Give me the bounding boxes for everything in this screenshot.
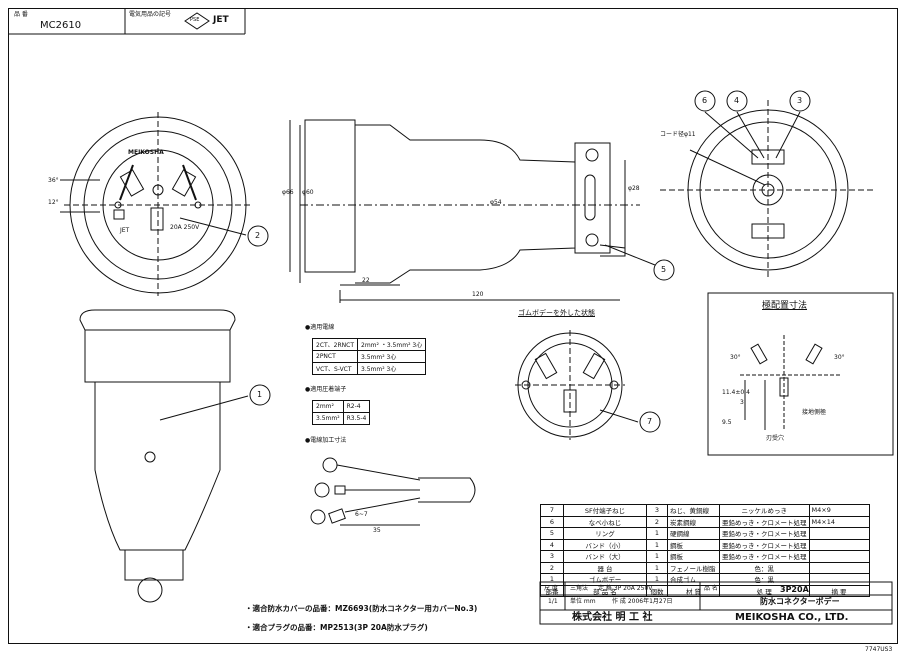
leader-lines	[159, 111, 801, 423]
balloon-circles	[247, 90, 811, 433]
part-number: MC2610	[40, 20, 82, 31]
jet-mark: JET	[213, 15, 229, 25]
company-name-en: MEIKOSHA CO., LTD.	[735, 612, 849, 623]
product-code: 3P20A	[780, 585, 809, 594]
balloon-6: 6	[702, 96, 708, 105]
ground-pole-label: 接地側極	[802, 409, 827, 416]
balloon-7: 7	[647, 417, 653, 426]
dim-66: φ66	[282, 189, 294, 196]
end-view	[660, 100, 876, 280]
angle-12: 12°	[48, 199, 59, 206]
cable-drawing	[310, 457, 476, 526]
product-name: 防水コネクターボデー	[760, 597, 840, 606]
terminal-title: ●適用圧着端子	[305, 386, 347, 393]
name-label: 品 名	[704, 585, 718, 592]
created-date: 作 成 2006年1月27日	[612, 598, 673, 605]
pole-dim-2: 9.5	[722, 419, 732, 426]
cable-title: ●適用電線	[305, 324, 335, 331]
elec-label: 電気用品の記号	[129, 11, 172, 18]
dim-60: φ60	[302, 189, 314, 196]
pole-angle-1: 30°	[730, 354, 741, 361]
rubber-removed-label: ゴムボデーを外した状態	[518, 309, 595, 317]
scale-label: 尺 度	[544, 585, 558, 592]
side-view	[289, 119, 640, 303]
rubber-removed-view	[515, 330, 625, 440]
note-cover: ・適合防水カバーの品番：MZ6693(防水コネクター用カバーNo.3)	[245, 604, 478, 613]
drawing-frame	[8, 8, 898, 644]
company-name: 株式会社 明 工 社	[572, 612, 653, 623]
projection-method: 三角法	[570, 585, 589, 592]
balloon-4: 4	[734, 96, 740, 105]
wire-dim-b: 35	[373, 527, 381, 534]
body-side-view	[79, 309, 236, 603]
balloon-1: 1	[257, 390, 263, 399]
pole-layout-drawing	[740, 335, 840, 430]
pse-mark: PSE	[190, 17, 200, 23]
pole-angle-2: 30°	[834, 354, 845, 361]
dim-28: φ28	[628, 185, 640, 192]
parts-header-row: 部番部 品 名個数材 質処 理摘 要	[540, 584, 870, 597]
spec-text: 定 格 3P 20A 250V	[598, 585, 653, 592]
meikosha-badge: MEIKOSHA	[128, 149, 164, 156]
wire-dim-a: 6~7	[355, 511, 368, 518]
scale-value: 1/1	[548, 598, 558, 605]
pole-dim-3: 3	[740, 399, 744, 406]
front-jet-label: JET	[120, 227, 130, 234]
socket-hole-label: 刃受穴	[766, 435, 785, 442]
pse-diamond-icon	[184, 12, 210, 30]
dim-54: φ54	[490, 199, 502, 206]
rating-text: 20A 250V	[170, 224, 200, 231]
pole-layout-box	[707, 292, 894, 456]
pole-dim-1: 11.4±0.4	[722, 389, 750, 396]
note-plug: ・適合プラグの品番：MP2513(3P 20A防水プラグ)	[245, 623, 428, 632]
part-label: 品 番	[14, 11, 28, 18]
wire-title: ●電線加工寸法	[305, 437, 347, 444]
balloon-2: 2	[255, 231, 261, 240]
unit-label: 単位 mm	[570, 598, 596, 605]
doc-number: 7747US3	[865, 646, 893, 653]
balloon-5: 5	[661, 265, 667, 274]
cord-diameter: コード径φ11	[660, 131, 696, 138]
front-face-view	[60, 112, 252, 296]
dim-120: 120	[472, 291, 484, 298]
pole-title: 極配置寸法	[762, 301, 808, 311]
balloon-3: 3	[797, 96, 803, 105]
dim-22: 22	[362, 277, 370, 284]
angle-36: 36°	[48, 177, 59, 184]
